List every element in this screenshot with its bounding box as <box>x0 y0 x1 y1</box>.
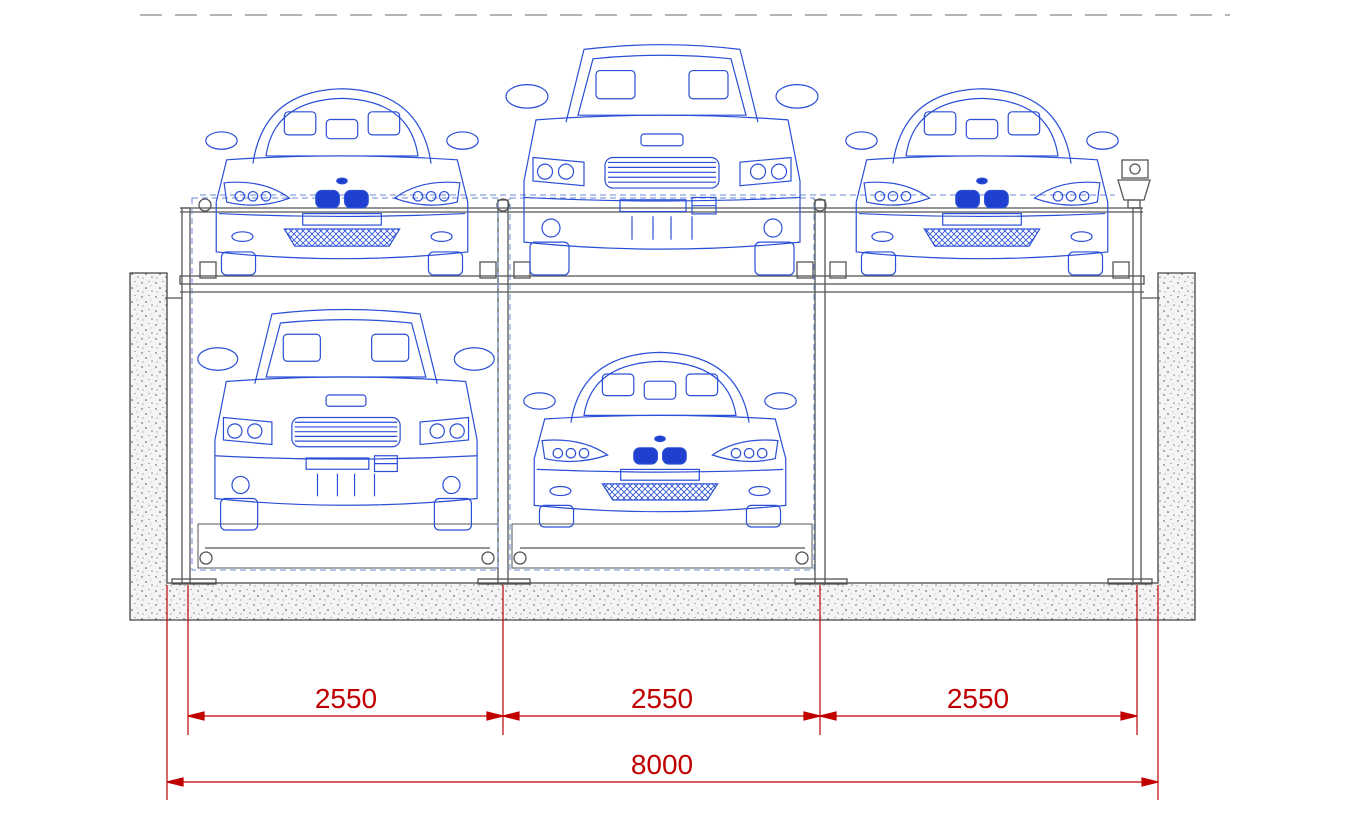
car-upper-right <box>845 88 1119 276</box>
bay-2-dimension: 2550 <box>631 683 693 714</box>
car-upper-middle <box>505 44 819 276</box>
bay-3-dimension: 2550 <box>947 683 1009 714</box>
bay-1-dimension: 2550 <box>315 683 377 714</box>
car-lower-left <box>197 308 495 531</box>
lift-structure <box>165 159 1160 585</box>
platform-envelopes <box>191 194 1115 571</box>
dimension-lines <box>166 585 1159 800</box>
car-upper-left <box>205 88 479 276</box>
car-lower-middle <box>523 351 797 528</box>
cars-layer <box>197 44 1119 531</box>
concrete-pit <box>129 272 1196 621</box>
total-dimension: 8000 <box>631 749 693 780</box>
